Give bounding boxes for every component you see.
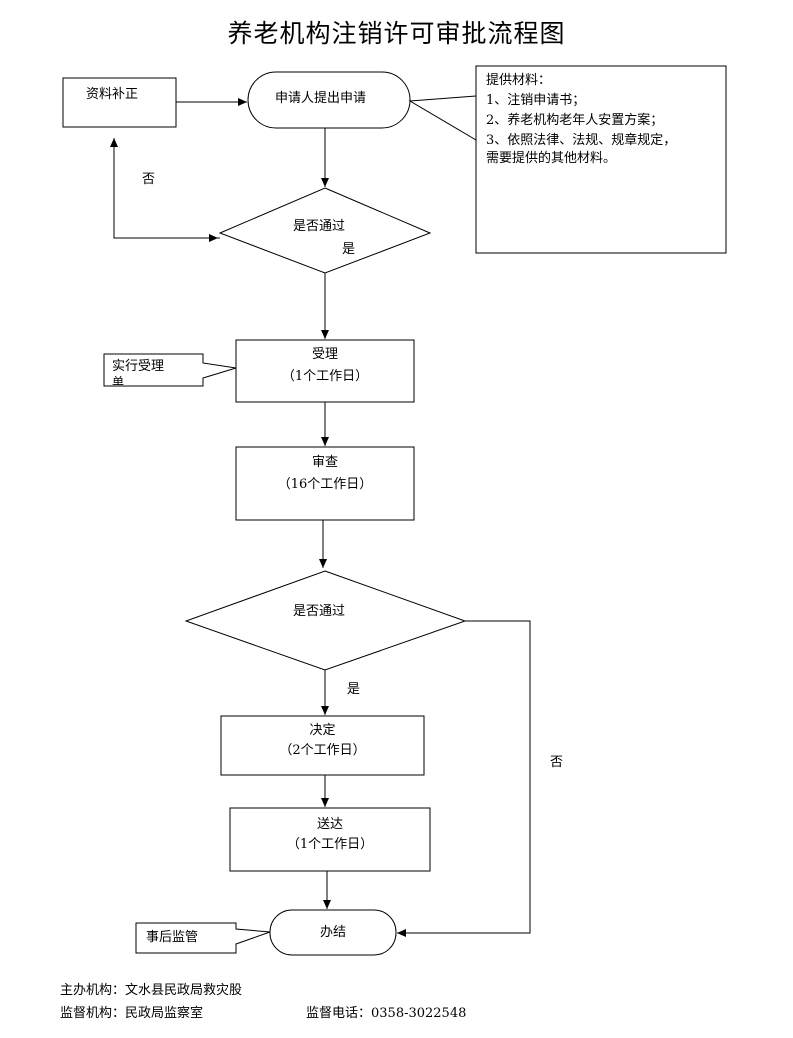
materials-heading: 提供材料： [486,73,552,88]
edge-check1-supplement [110,138,220,239]
edge-label-no-2: 否 [550,755,564,770]
review-label: 审查 [311,455,338,470]
review-time: （16个工作日） [277,477,373,492]
deliver-label: 送达 [316,817,343,832]
deliver-time: （1个工作日） [286,837,374,852]
decide-box [220,715,425,776]
materials-box [475,65,727,254]
supervise-label: 事后监管 [146,930,199,945]
decide-label: 决定 [309,723,336,738]
footer-phone: 监督电话：0358-3022548 [306,1006,467,1021]
materials-item-1: 1、注销申请书； [486,93,586,108]
footer-organizer: 主办机构：文水县民政局救灾股 [60,983,243,998]
materials-item-2: 2、养老机构老年人安置方案； [486,113,664,128]
check2-label: 是否通过 [293,604,346,619]
footer-supervisor: 监督机构：民政局监察室 [60,1006,204,1021]
edge-check2-finish [397,620,531,937]
finish-label: 办结 [319,925,346,940]
accept-time: （1个工作日） [281,369,369,384]
accept-note-label-clipped: 单 [112,376,125,385]
edge-label-yes-2: 是 [347,682,361,697]
edge-label-yes-1: 是 [342,242,356,257]
decide-time: （2个工作日） [279,743,366,758]
accept-note-label: 实行受理 [112,359,165,374]
edge-label-no-1: 否 [142,172,156,187]
supervise-callout [135,922,271,954]
materials-item-4: 需要提供的其他材料。 [486,151,617,166]
review-box [235,446,415,521]
check1-label: 是否通过 [293,219,346,234]
page-title: 养老机构注销许可审批流程图 [227,19,566,48]
deliver-box [229,807,431,872]
edge-materials-apply [408,95,477,141]
accept-label: 受理 [311,347,338,362]
supplement-label: 资料补正 [86,87,139,102]
apply-terminal [247,71,411,129]
materials-item-3: 3、依照法律、法规、规章规定， [486,133,677,148]
apply-label: 申请人提出申请 [275,91,367,106]
accept-note-callout [103,353,237,387]
